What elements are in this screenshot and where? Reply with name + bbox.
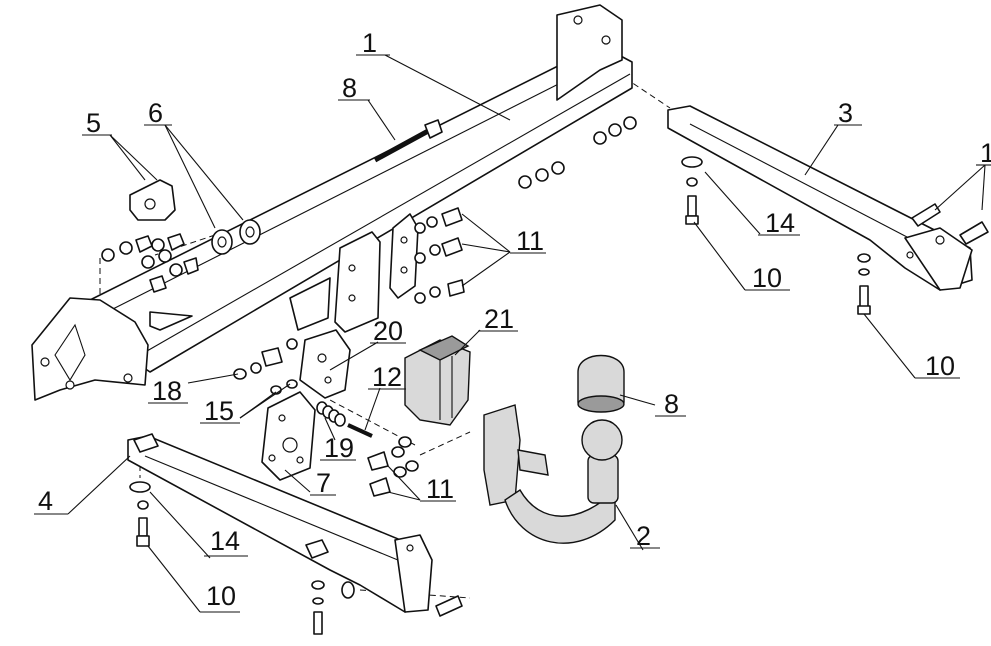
- callout-10-right: 10: [752, 263, 782, 293]
- callout-20: 20: [373, 316, 403, 346]
- callout-4: 4: [38, 486, 53, 516]
- tow-ball-neck: [483, 404, 623, 544]
- leader-lines: [67, 54, 986, 613]
- callout-14-right: 14: [765, 208, 795, 238]
- callout-19: 19: [324, 433, 354, 463]
- callout-8: 8: [342, 73, 357, 103]
- callout-1-right: 1: [980, 138, 991, 168]
- callout-8-ball-cap: 8: [664, 389, 679, 419]
- rubber-block: [129, 179, 176, 221]
- right-side-member: [667, 105, 989, 315]
- callout-10-left: 10: [206, 581, 236, 611]
- bolts-group-top: [414, 207, 465, 304]
- long-bolt: [373, 119, 443, 163]
- callout-18: 18: [152, 376, 182, 406]
- ball-cap: [577, 354, 625, 413]
- callout-12: 12: [372, 362, 402, 392]
- callout-15: 15: [204, 396, 234, 426]
- callout-5: 5: [86, 108, 101, 138]
- callout-7: 7: [316, 468, 331, 498]
- callout-2: 2: [636, 521, 651, 551]
- left-side-member: [127, 433, 463, 635]
- callout-14-left: 14: [210, 526, 240, 556]
- callout-labels: 1 8 5 6 3 1 14 11 10 10 21 20 18 12 15 8…: [34, 28, 991, 613]
- callout-6: 6: [148, 98, 163, 128]
- spring: [316, 401, 346, 427]
- socket-bracket-assembly: [233, 329, 419, 497]
- left-nuts-washers: [101, 233, 199, 293]
- callout-21: 21: [484, 304, 514, 334]
- callout-11-top: 11: [516, 226, 544, 256]
- main-crossbeam: [31, 4, 633, 401]
- callout-10-far-right: 10: [925, 351, 955, 381]
- callout-11-bottom: 11: [426, 474, 454, 504]
- spacer-tubes: [211, 219, 261, 255]
- right-nuts-washers: [518, 116, 637, 189]
- callout-1: 1: [362, 28, 377, 58]
- callout-3: 3: [838, 98, 853, 128]
- electrical-socket: [404, 335, 471, 426]
